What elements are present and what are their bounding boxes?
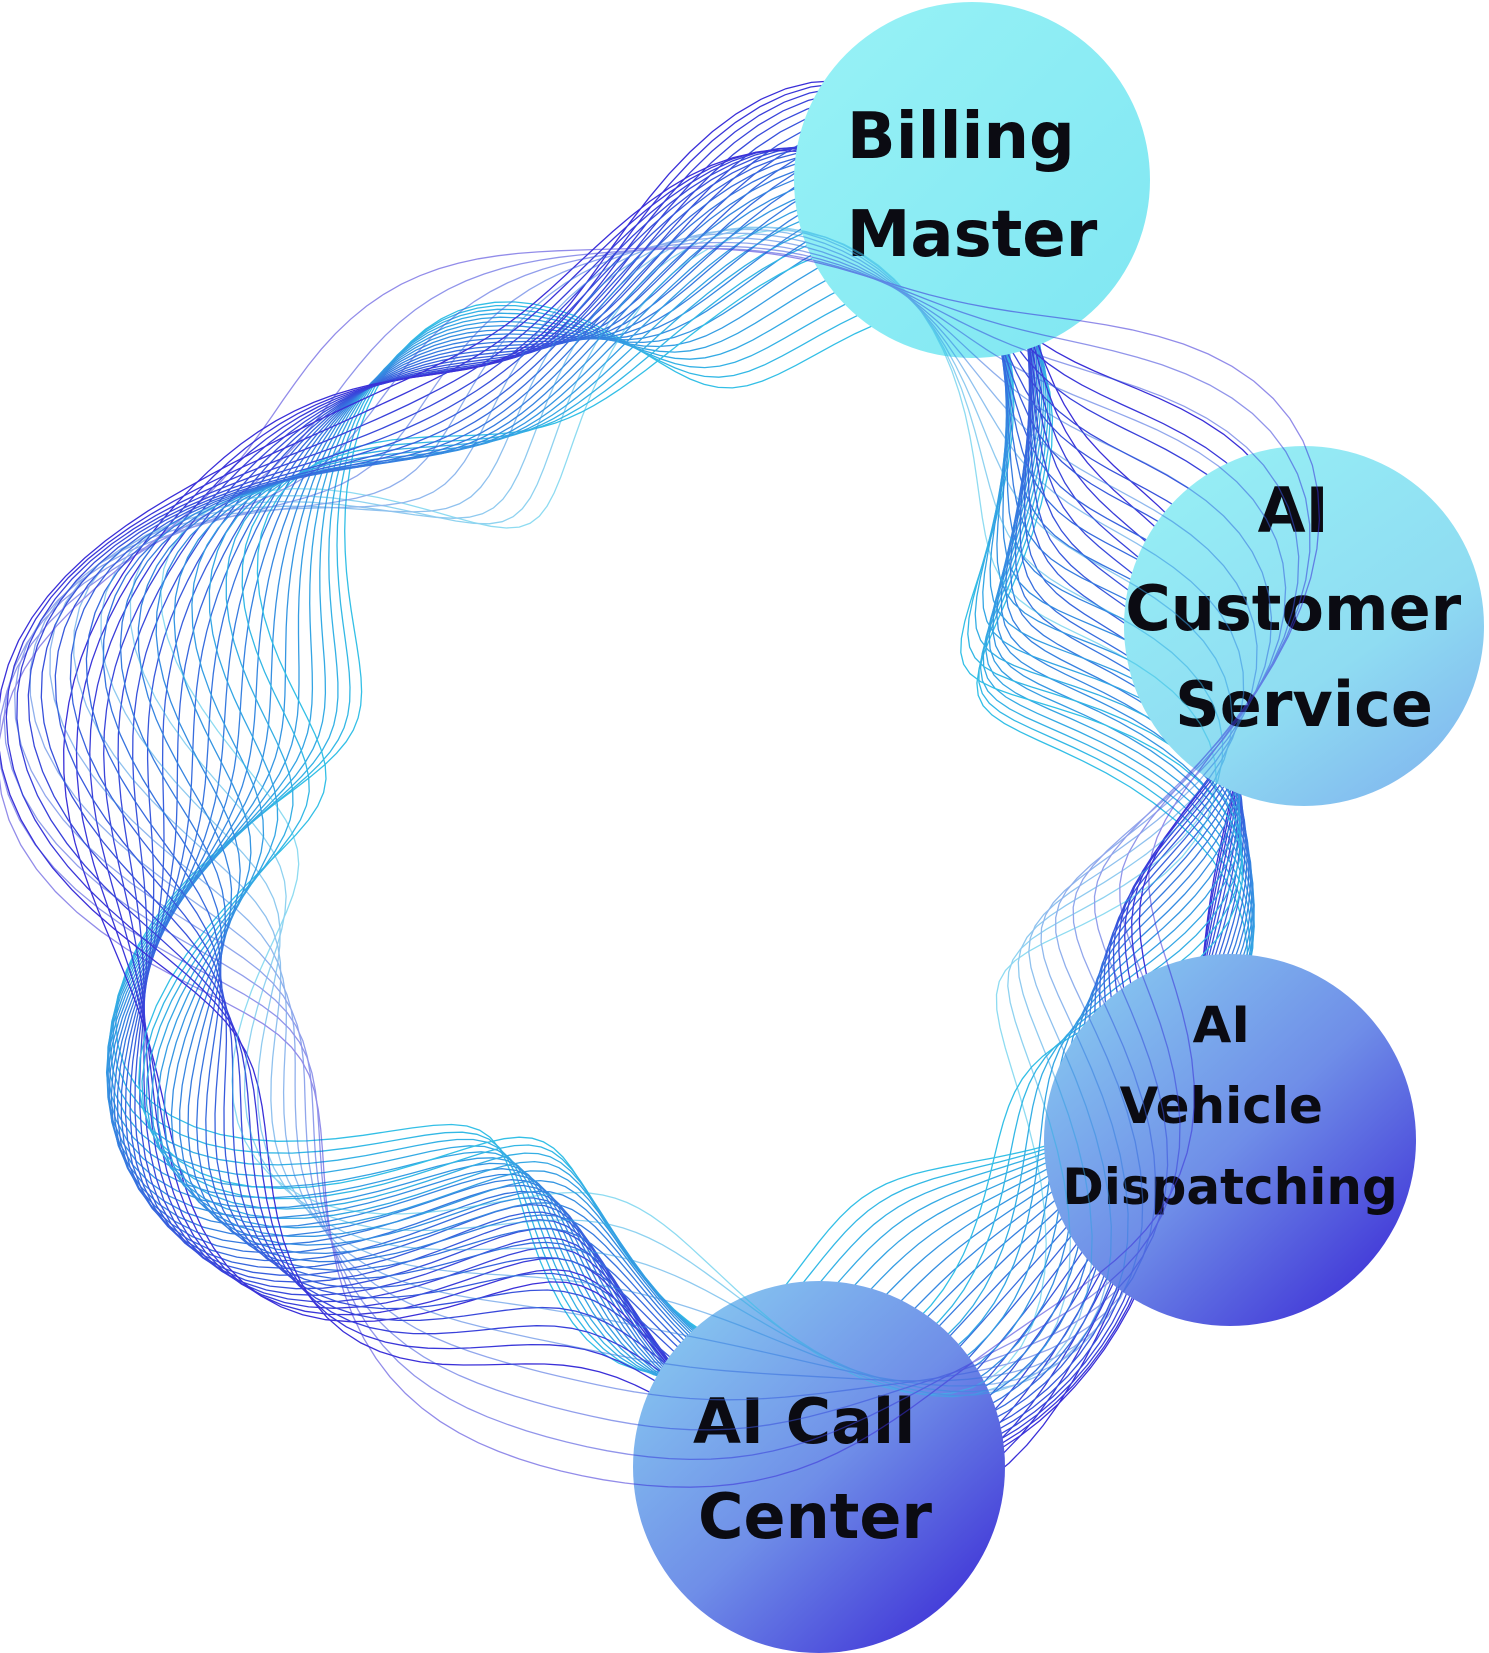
wave-line	[129, 226, 1224, 1398]
wave-line	[14, 241, 1287, 1401]
wave-line	[160, 229, 1218, 1396]
node-label-ai-vehicle-dispatching-line-2: Vehicle	[1120, 1077, 1323, 1135]
node-label-billing-master-line-2: Master	[847, 198, 1098, 272]
node-circle-ai-vehicle-dispatching	[1044, 954, 1416, 1326]
node-label-ai-customer-service-line-3: Service	[1175, 668, 1433, 741]
wave-line	[49, 232, 1258, 1387]
wave-line	[3, 245, 1300, 1431]
node-circle-ai-call-center	[633, 1281, 1005, 1653]
node-group: Billing Master AI Customer Service AI Ve…	[633, 2, 1484, 1653]
node-ai-vehicle-dispatching: AI Vehicle Dispatching	[1044, 954, 1416, 1326]
wave-line	[73, 228, 1245, 1393]
wave-line	[0, 247, 1311, 1461]
wave-line	[100, 226, 1233, 1397]
node-ai-customer-service: AI Customer Service	[1124, 446, 1484, 806]
svg-text:Billing Master: Billing Master	[847, 100, 1098, 272]
node-circle-ai-customer-service	[1124, 446, 1484, 806]
wave-ribbon-front	[0, 226, 1321, 1488]
wave-line	[29, 237, 1273, 1382]
node-ai-call-center: AI Call Center	[633, 1281, 1005, 1653]
svg-text:AI Vehicle Dis: AI Vehicle Dispatching	[1062, 996, 1398, 1216]
node-label-ai-call-center-line-2: Center	[698, 1480, 932, 1553]
node-label-ai-vehicle-dispatching-line-3: Dispatching	[1062, 1158, 1398, 1216]
wave-line	[0, 247, 1321, 1488]
node-label-ai-vehicle-dispatching-line-1: AI	[1193, 996, 1250, 1054]
node-label-billing-master-line-1: Billing	[847, 100, 1075, 174]
